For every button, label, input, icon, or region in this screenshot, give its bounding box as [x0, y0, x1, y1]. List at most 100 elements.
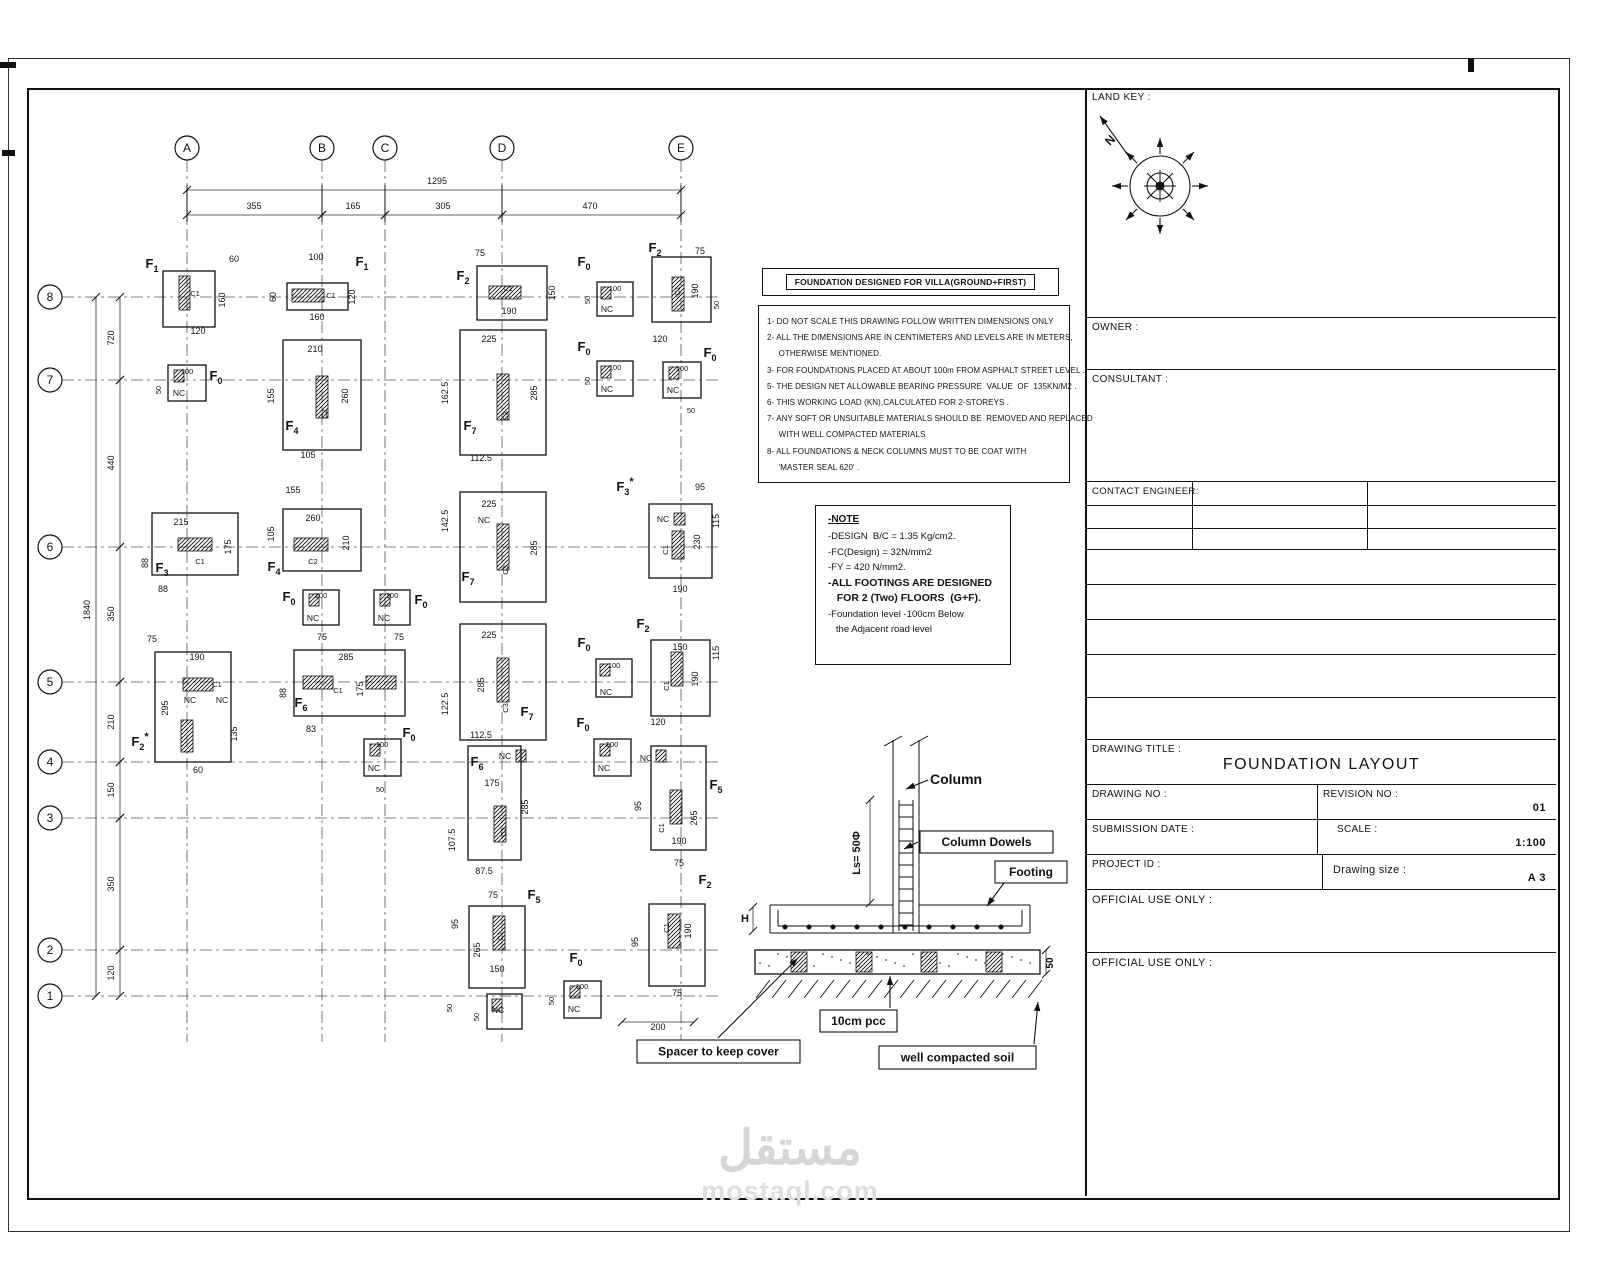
dim-text: NC [368, 763, 380, 773]
dim-text: C1 [503, 284, 513, 293]
dim-text: 50 [712, 301, 721, 309]
dim-tick [115, 757, 125, 767]
note-line: -Foundation level -100cm Below [828, 608, 964, 620]
dim-text: 60 [193, 765, 203, 775]
pcc-stipple [840, 959, 842, 961]
footing-label: F0 [578, 635, 591, 653]
grid-bubble [309, 135, 335, 161]
footing-rect [363, 738, 402, 777]
dim-text: 440 [106, 455, 116, 470]
dim-text: 75 [674, 858, 684, 868]
pcc-stipple [1002, 953, 1004, 955]
column-hatch [671, 530, 685, 560]
footing-rect [293, 649, 406, 717]
compass-circle [1129, 155, 1191, 217]
dim-text: 112.5 [470, 453, 492, 463]
dim-text: C1 [662, 681, 671, 691]
dim-text: 60 [229, 254, 239, 264]
column-hatch [655, 749, 667, 763]
drawing-title-section: DRAWING TITLE : FOUNDATION LAYOUT [1087, 740, 1556, 785]
soil-hatch [963, 979, 979, 999]
dim-text: 210 [307, 344, 322, 354]
column-hatch [173, 369, 185, 383]
design-note-line: 2- ALL THE DIMENSIONS ARE IN CENTIMETERS… [767, 333, 1073, 343]
dim-text: 50 [445, 1004, 454, 1012]
dim-text: 150 [672, 642, 687, 652]
dim-text: 355 [246, 201, 261, 211]
pcc-stipple [849, 962, 851, 964]
table-divider [1367, 482, 1368, 549]
column-hatch [369, 743, 381, 757]
pcc-stipple [885, 959, 887, 961]
dim-text: C1 [195, 557, 205, 566]
label-box [994, 860, 1068, 884]
pcc-stipple [894, 962, 896, 964]
dim-text: 100 [609, 284, 622, 293]
dim-text: 75 [475, 248, 485, 258]
dim-text: 100 [676, 364, 689, 373]
dim-text: 88 [278, 688, 288, 698]
soil-hatch [883, 979, 899, 999]
dim-tick [115, 991, 125, 1001]
dim-text: 95 [630, 937, 640, 947]
dim-tick [865, 795, 875, 805]
column-hatch [180, 719, 194, 753]
column-hatch [492, 915, 506, 951]
footing-label: F0 [570, 950, 583, 968]
rebar-dot [878, 924, 884, 930]
column-hatch [496, 657, 510, 703]
dim-text: 50 [154, 386, 163, 394]
grid-bubble [489, 135, 515, 161]
dim-text: 100 [308, 252, 323, 262]
dim-text: 83 [306, 724, 316, 734]
footing-rect [468, 905, 526, 989]
footing-label: F2 [637, 616, 650, 634]
footing-rect [595, 658, 633, 698]
footing-label: F2* [131, 731, 149, 752]
design-note-line: 3- FOR FOUNDATIONS PLACED AT ABOUT 100m … [767, 365, 1085, 375]
soil-hatch [899, 979, 915, 999]
arrow-head [1112, 182, 1121, 190]
footing-label: F0 [283, 589, 296, 607]
footing-rect [167, 364, 207, 402]
footing-rect [286, 282, 349, 311]
dim-text: C1 [673, 286, 682, 296]
column-hatch [671, 276, 685, 312]
dim-text: 142.5 [440, 510, 450, 533]
grid-bubble-label: 1 [47, 989, 54, 1003]
dim-tick [1041, 969, 1051, 979]
dim-text: 720 [106, 330, 116, 345]
detail-line [909, 735, 929, 747]
column-hatch [600, 286, 612, 300]
column-hatch [496, 373, 510, 421]
dim-text: 350 [106, 876, 116, 891]
revision-no-label: REVISION NO : [1323, 789, 1399, 800]
column-hatch [177, 537, 213, 552]
footing-label: F1 [146, 256, 159, 274]
dim-text: 305 [435, 201, 450, 211]
pcc-stipple [1029, 962, 1031, 964]
footing-rect [593, 738, 632, 777]
empty-row [1087, 620, 1556, 655]
dim-text: NC [600, 687, 612, 697]
footing-rect [302, 589, 340, 626]
dim-text: 100 [386, 591, 399, 600]
dim-text: NC [499, 751, 511, 761]
dim-text: NC [478, 515, 490, 525]
column-hatch [668, 366, 680, 380]
dim-text: C1 [499, 827, 508, 837]
dim-text: 230 [692, 534, 702, 549]
column-hatch [673, 512, 686, 526]
design-statement-title: FOUNDATION DESIGNED FOR VILLA(GROUND+FIR… [785, 274, 1036, 290]
pcc-stipple [876, 956, 878, 958]
dim-text: C3 [501, 411, 510, 421]
dim-text: 75 [147, 634, 157, 644]
soil-hatch [947, 979, 963, 999]
dim-text: 162.5 [440, 382, 450, 405]
pcc-stipple [1020, 959, 1022, 961]
dim-tick [748, 902, 758, 912]
land-key-label: LAND KEY : [1092, 92, 1151, 103]
dim-text: 190 [683, 923, 693, 938]
dim-text: 50 [583, 296, 592, 304]
